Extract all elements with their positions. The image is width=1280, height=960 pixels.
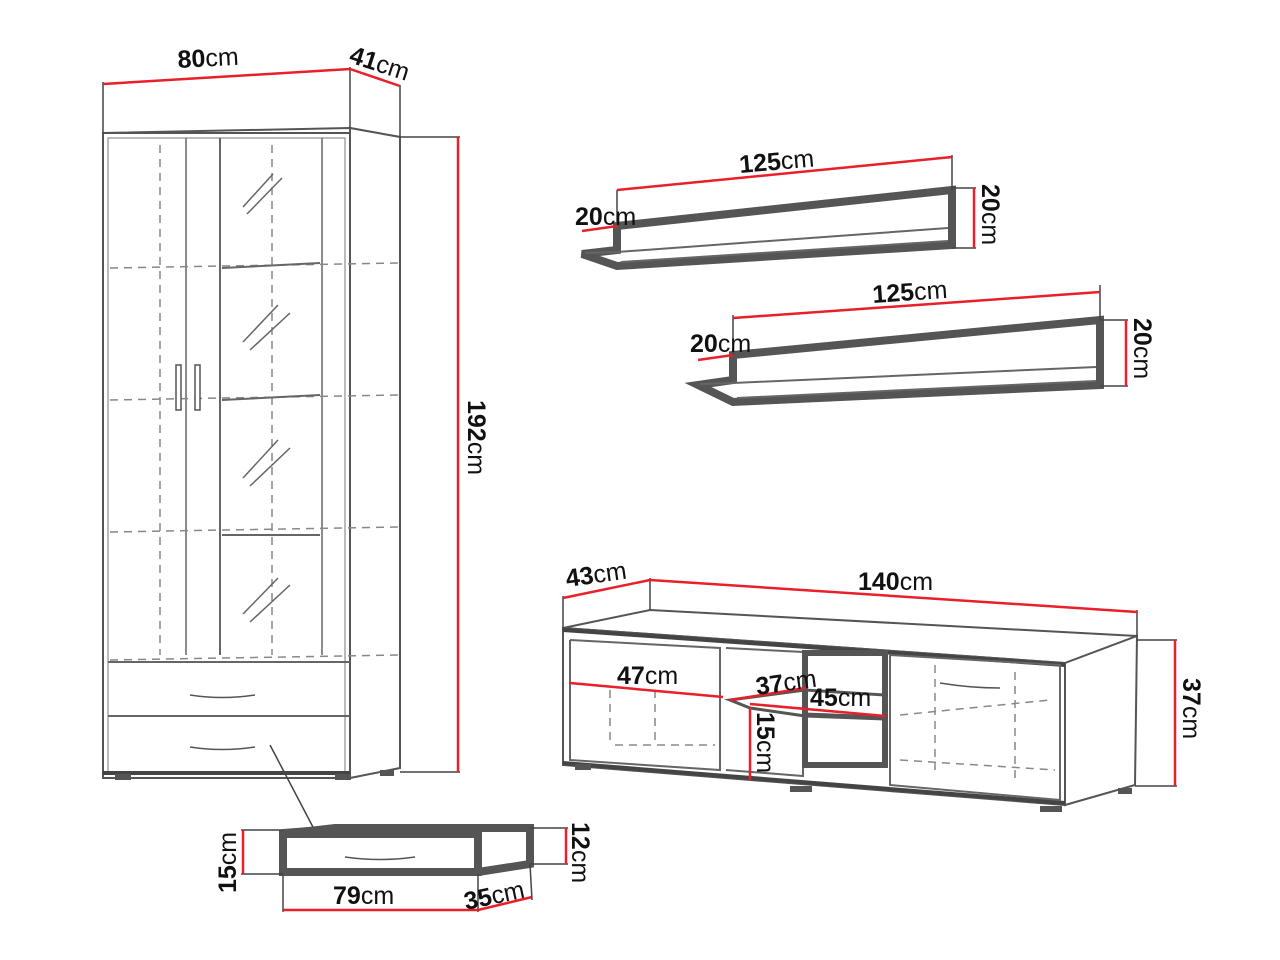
glass-reflection xyxy=(242,173,291,623)
shelf1-height-label: 20cm xyxy=(976,184,1004,245)
tv-compartment-width-line xyxy=(569,681,724,699)
shelf1-depth-label: 20cm xyxy=(575,203,636,231)
drawer-width-label: 79cm xyxy=(333,882,394,910)
shelf2-width-label: 125cm xyxy=(871,276,948,309)
shelf1-width-line xyxy=(616,155,953,192)
shelf1-depth-line xyxy=(581,224,618,233)
tv-depth-label: 43cm xyxy=(564,557,628,593)
glass-cabinet xyxy=(102,126,401,851)
drawer-dimension-lines xyxy=(241,827,568,912)
tv-stand-handle xyxy=(939,682,1001,689)
shelf2-depth-label: 20cm xyxy=(690,330,751,358)
shelf1-width-label: 125cm xyxy=(738,145,815,179)
shelf2-height-label: 20cm xyxy=(1128,318,1156,379)
cabinet-side xyxy=(349,126,401,780)
tv-niche-depth-line xyxy=(729,686,806,702)
tv-depth-line xyxy=(562,578,651,600)
tv-niche-depth-label: 37cm xyxy=(754,665,818,701)
wall-shelf-1-dimensions xyxy=(581,155,976,249)
tv-width-line xyxy=(649,578,1138,614)
cabinet-depth-line xyxy=(349,67,401,88)
cabinet-width-line xyxy=(102,67,351,86)
tv-niche-width-label: 45cm xyxy=(810,684,871,712)
shelf2-width-line xyxy=(732,290,1101,320)
drawer-handle xyxy=(344,856,416,861)
tv-niche-height-label: 15cm xyxy=(751,712,779,773)
tv-width-label: 140cm xyxy=(858,568,933,596)
drawer-depth-line xyxy=(477,895,533,912)
drawer-detail xyxy=(279,824,534,876)
drawer-depth-label: 35cm xyxy=(461,876,527,916)
wall-shelf-2-dimensions xyxy=(697,285,1128,387)
door-handle xyxy=(194,364,201,411)
drawer-height-label: 15cm xyxy=(214,832,242,893)
shelf2-depth-line xyxy=(697,353,734,362)
wall-shelf-1 xyxy=(580,185,956,271)
drawer-handle xyxy=(189,694,256,699)
cabinet-width-label: 80cm xyxy=(177,43,240,74)
door-handle xyxy=(175,364,182,411)
cabinet-dimension-lines xyxy=(102,67,460,773)
tv-stand-side xyxy=(1064,634,1139,807)
cabinet-height-label: 192cm xyxy=(462,400,490,475)
tv-niche-width-line xyxy=(749,702,886,718)
drawer-inner-height-label: 12cm xyxy=(566,822,594,883)
wall-shelf-2 xyxy=(684,315,1104,407)
tv-stand-dimensions xyxy=(562,578,1177,787)
tv-height-label: 37cm xyxy=(1177,678,1205,739)
tv-compartment-width-label: 47cm xyxy=(617,662,678,690)
drawer-handle xyxy=(189,746,256,751)
cabinet-front xyxy=(102,132,351,779)
